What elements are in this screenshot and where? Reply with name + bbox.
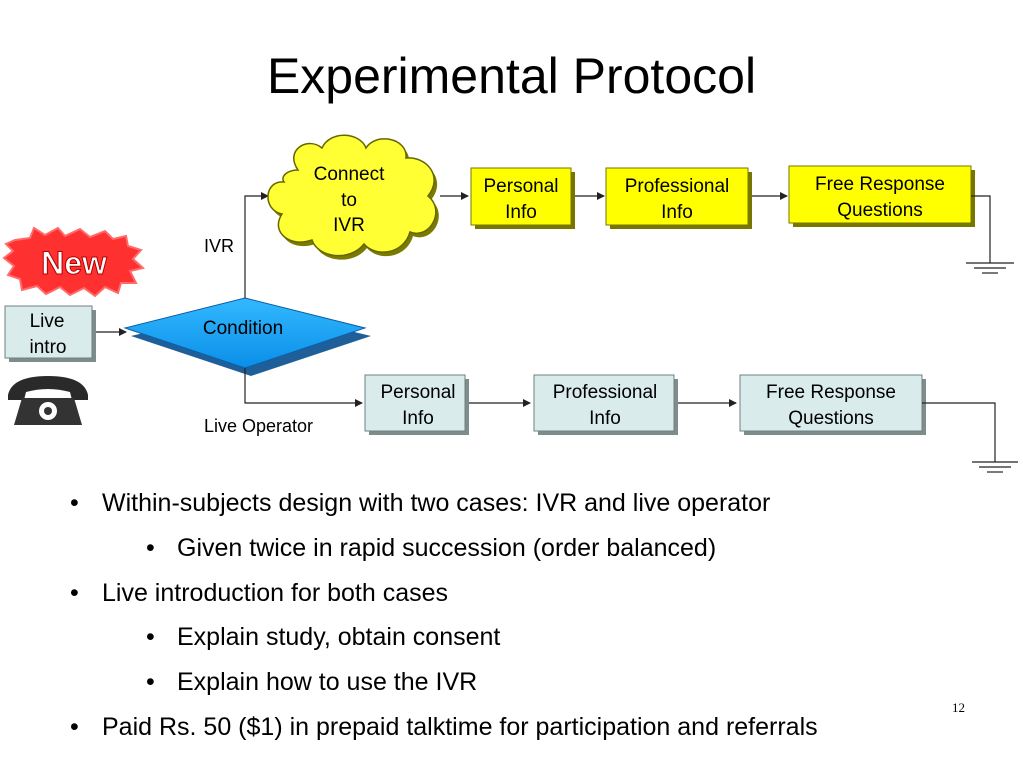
live-professional-line1: Professional [553,382,658,403]
bullet-marker: • [70,578,79,607]
ivr-branch-label: IVR [204,236,234,256]
bullet-marker: • [146,533,155,562]
bullet-item: • Live introduction for both cases [70,578,1015,623]
bullet-text: Given twice in rapid succession (order b… [177,533,717,562]
slide-page-number: 12 [952,700,965,715]
sub-bullet-item: • Explain how to use the IVR [70,667,1015,712]
bullet-marker: • [70,712,79,741]
new-badge: New [2,226,146,298]
live-branch-label: Live Operator [204,416,313,436]
live-intro-box: Live intro [4,305,96,362]
connect-cloud-line3: IVR [333,215,365,236]
ivr-personal-info-box: Personal Info [470,167,575,229]
condition-diamond: Condition [123,297,371,376]
live-branch-connector [244,368,363,407]
live-intro-line1: Live [30,311,65,332]
ivr-personal-line2: Info [505,202,537,223]
ivr-free-response-line1: Free Response [815,174,945,195]
sub-bullet-item: • Explain study, obtain consent [70,622,1015,667]
live-free-response-line1: Free Response [766,382,896,403]
bullet-item: • Within-subjects design with two cases:… [70,488,1015,533]
live-end-ground-symbol [922,402,1018,473]
ivr-branch-connector [244,192,269,298]
bullet-marker: • [146,668,155,697]
live-professional-line2: Info [589,408,621,429]
ivr-end-ground-symbol [966,195,1014,274]
live-personal-line1: Personal [381,382,456,403]
live-personal-line2: Info [402,408,434,429]
bullet-text: Within-subjects design with two cases: I… [102,489,771,517]
ivr-free-response-box: Free Response Questions [788,165,975,227]
live-professional-info-box: Professional Info [533,374,678,435]
bullet-text: Live introduction for both cases [102,578,449,607]
new-badge-starburst [2,226,146,298]
live-intro-line2: intro [30,337,67,358]
ivr-professional-line2: Info [661,202,693,223]
bullet-marker: • [146,623,155,652]
telephone-icon [8,376,88,425]
ivr-professional-info-box: Professional Info [605,167,752,229]
connect-ivr-cloud: Connect to IVR [267,134,439,260]
ivr-personal-line1: Personal [484,176,559,197]
ivr-professional-line1: Professional [625,176,730,197]
slide-title: Experimental Protocol [266,48,757,104]
ivr-free-response-line2: Questions [837,200,923,221]
bullet-text: Explain how to use the IVR [177,668,478,697]
live-personal-info-box: Personal Info [364,374,469,435]
bullet-marker: • [70,489,79,517]
live-free-response-box: Free Response Questions [739,374,926,435]
bullet-text: Paid Rs. 50 ($1) in prepaid talktime for… [102,712,818,741]
protocol-flow-diagram: New Live intro Condition IVR Live Operat… [2,134,1018,473]
bullet-text: Explain study, obtain consent [177,623,501,652]
connect-cloud-line1: Connect [314,164,385,185]
bullet-list: • Within-subjects design with two cases:… [70,488,1015,757]
connect-cloud-line2: to [341,190,357,211]
new-badge-label: New [41,245,107,281]
sub-bullet-item: • Given twice in rapid succession (order… [70,533,1015,578]
bullet-item: • Paid Rs. 50 ($1) in prepaid talktime f… [70,712,1015,757]
condition-label: Condition [203,318,283,339]
live-free-response-line2: Questions [788,408,874,429]
